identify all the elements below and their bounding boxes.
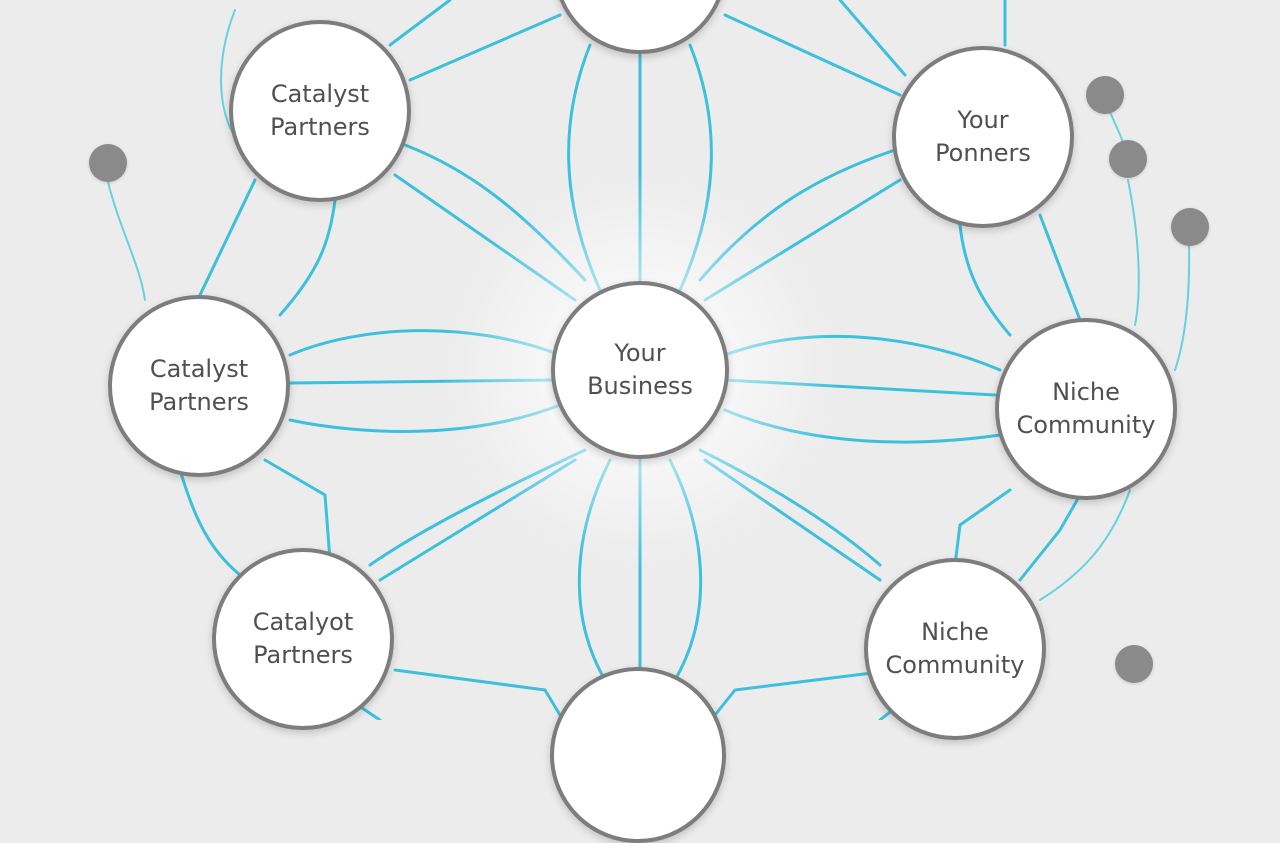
node-niche-community-bottom-right[interactable]: Niche Community [864, 558, 1046, 740]
node-bottom[interactable] [550, 667, 726, 843]
node-your-partners[interactable]: Your Ponners [892, 46, 1074, 228]
node-label-line1: Catalyot [252, 608, 354, 636]
node-label-line1: Niche [1052, 378, 1120, 406]
satellite-dot [1115, 645, 1153, 683]
node-label-line2: Partners [270, 113, 370, 141]
node-label-line1: Your [957, 106, 1009, 134]
node-label-line1: Catalyst [149, 355, 249, 383]
node-label-line2: Ponners [935, 139, 1031, 167]
node-label-line1: Catalyst [270, 80, 370, 108]
node-your-business[interactable]: Your Business [551, 281, 729, 459]
node-label-line2: Community [885, 651, 1025, 679]
node-catalyst-partners-bottom-left[interactable]: Catalyot Partners [212, 548, 394, 730]
satellite-dot [1109, 140, 1147, 178]
node-niche-community-mid-right[interactable]: Niche Community [995, 318, 1177, 500]
satellite-dot [89, 144, 127, 182]
node-label-line2: Partners [253, 641, 353, 669]
node-catalyst-partners-mid-left[interactable]: Catalyst Partners [108, 295, 290, 477]
center-label-line2: Business [587, 372, 693, 400]
center-label-line1: Your [614, 339, 666, 367]
node-label-line2: Community [1016, 411, 1156, 439]
node-catalyst-partners-top-left[interactable]: Catalyst Partners [229, 20, 411, 202]
satellite-dot [1171, 208, 1209, 246]
node-label-line1: Niche [921, 618, 989, 646]
satellite-dot [1086, 76, 1124, 114]
node-label-line2: Partners [149, 388, 249, 416]
